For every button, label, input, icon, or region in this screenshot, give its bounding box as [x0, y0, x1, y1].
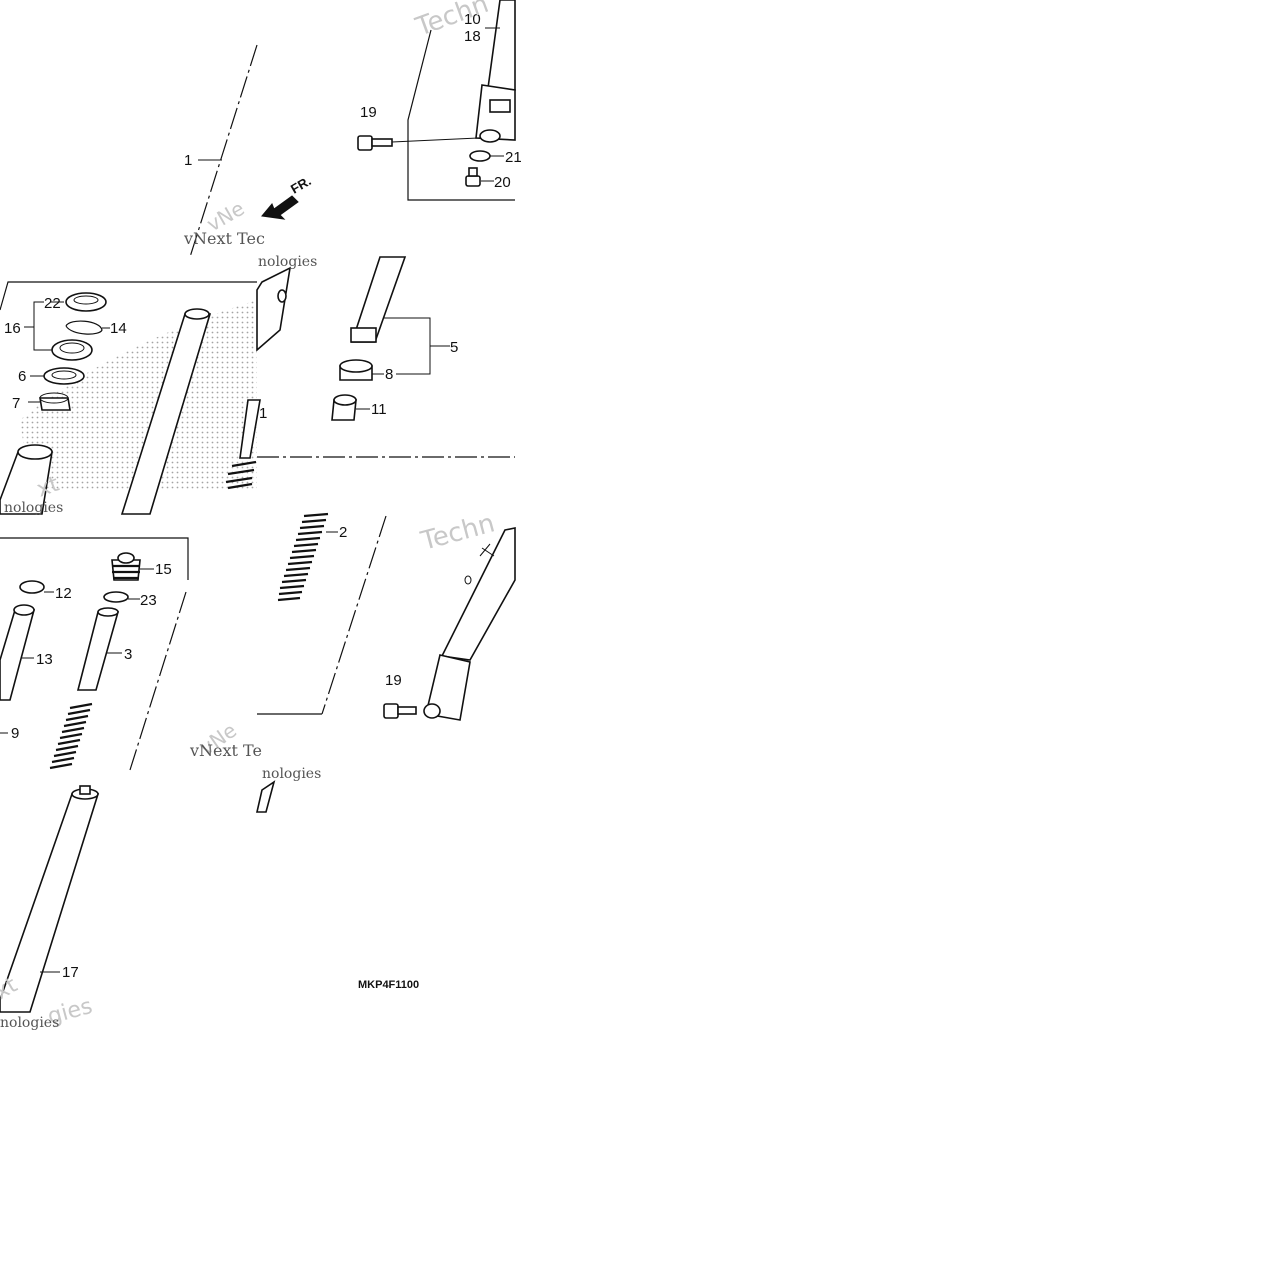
fork-spring-2 [277, 512, 329, 602]
spacer-3 [76, 611, 120, 691]
watermark-nologies-1: nologies [4, 500, 63, 516]
washer-21 [469, 150, 491, 162]
centerline-fork-tube [189, 44, 258, 258]
callout-21: 21 [505, 149, 522, 166]
watermark-vnext-2: vNext Te [189, 741, 262, 760]
tile-centre-middle: 5 8 11 1 nologies [225, 254, 515, 490]
callout-20: 20 [494, 174, 511, 191]
callout-5: 5 [450, 339, 458, 356]
callout-14: 14 [110, 320, 127, 337]
callout-10: 10 [464, 11, 481, 28]
callout-16: 16 [4, 320, 21, 337]
back-up-ring-6 [43, 367, 85, 385]
tile-top: 1 FR. 10 18 19 21 [183, 0, 522, 258]
damper-rod-13 [0, 609, 36, 701]
ring-12 [19, 580, 45, 594]
stopper-ring-14 [65, 320, 103, 335]
tile-left-middle: 22 14 16 6 7 xt nologies [0, 281, 257, 516]
bolt-19-lower [383, 703, 417, 719]
callout-17: 17 [62, 964, 79, 981]
centerline-spring [321, 515, 387, 715]
callout-2: 2 [339, 524, 347, 541]
callout-12: 12 [55, 585, 72, 602]
bolt-19 [357, 135, 479, 151]
guide-bushing-7 [39, 397, 71, 411]
spring-partial [225, 460, 257, 490]
damper-rod-partial [239, 399, 261, 459]
callout-8: 8 [385, 366, 393, 383]
watermark-vnext-1: vNext Tec [183, 229, 265, 248]
callout-19-lower: 19 [385, 672, 402, 689]
drain-bolt-20 [465, 167, 481, 187]
fr-label: FR. [288, 173, 314, 196]
callout-13: 13 [36, 651, 53, 668]
watermark-nologies-2: nologies [258, 254, 317, 270]
drawing-code: MKP4F1100 [358, 979, 419, 991]
callout-3: 3 [124, 646, 132, 663]
fork-partial-bottom [255, 780, 276, 813]
tile-centre-lower: 2 19 Techn [257, 508, 516, 721]
tile-bottom-centre: nologies MKP4F1100 [255, 766, 419, 991]
frame-seal-group [0, 281, 257, 311]
fork-tube-partial [256, 266, 292, 352]
fork-spring-9 [49, 702, 93, 770]
frame-lower-slider [407, 29, 515, 201]
centerline-damper [129, 591, 187, 771]
fork-cap-15 [111, 552, 141, 581]
tile-bottom-left: 17 xt gies nologies [0, 785, 100, 1031]
o-ring-23 [103, 591, 129, 603]
watermark-nologies-4: nologies [262, 766, 321, 782]
front-direction-arrow: FR. [261, 173, 314, 220]
callout-9: 9 [11, 725, 19, 742]
watermark-nologies-3: nologies [0, 1015, 59, 1031]
callout-7: 7 [12, 395, 20, 412]
fork-slider-upper [475, 0, 516, 143]
frame-damper-group [0, 537, 189, 580]
callout-1: 1 [184, 152, 192, 169]
callout-1-centre: 1 [259, 405, 267, 422]
fork-slider-right [423, 527, 516, 721]
callout-22: 22 [44, 295, 61, 312]
callout-19-top: 19 [360, 104, 377, 121]
callout-23: 23 [140, 592, 157, 609]
tile-left-lower: 15 12 23 13 3 9 vNe vNext Te [0, 537, 262, 771]
callout-11: 11 [371, 401, 387, 418]
callout-15: 15 [155, 561, 172, 578]
callout-18: 18 [464, 28, 481, 45]
fork-assembly-17 [0, 793, 100, 1013]
callout-6: 6 [18, 368, 26, 385]
